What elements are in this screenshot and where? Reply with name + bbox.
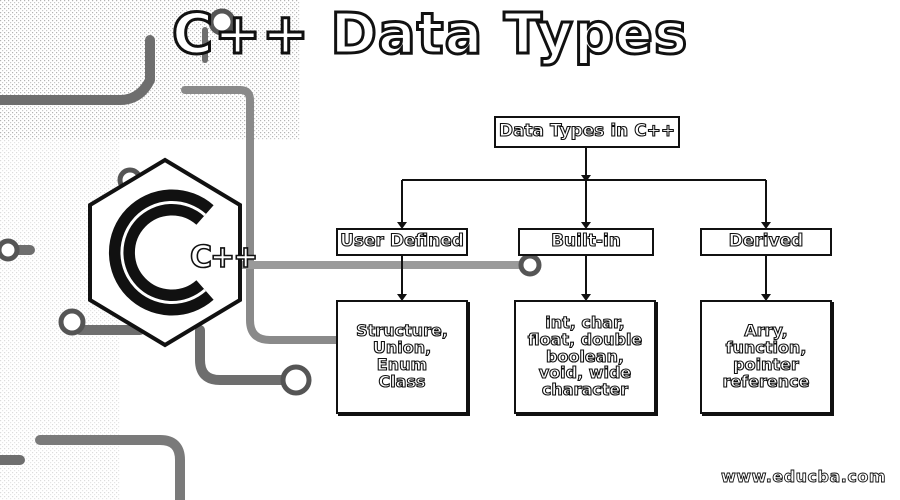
circuit-traces [0, 27, 524, 500]
root-label: Data Types in C++ [498, 121, 676, 142]
leaf-item: Class [378, 371, 426, 391]
circuit-nodes [0, 8, 542, 396]
cpp-logo-label: C++ [189, 239, 259, 276]
leaf-item: Arry, [744, 321, 789, 341]
leaf-item: character [541, 380, 629, 400]
cpp-logo-icon [88, 157, 242, 348]
title-text: C++ Data Types [170, 1, 689, 69]
connectors [401, 148, 767, 294]
category-node-built-in: Built-in [518, 228, 654, 256]
leaf-item: Enum [376, 355, 428, 374]
category-label: Built-in [551, 231, 622, 252]
category-node-user-defined: User Defined [336, 228, 468, 256]
root-node: Data Types in C++ [494, 116, 680, 148]
leaf-node-user-defined: Structure, Union, Enum Class [336, 300, 468, 414]
category-label: Derived [728, 231, 804, 252]
leaf-node-built-in: int, char, float, double boolean, void, … [514, 300, 656, 414]
leaf-item: reference [722, 371, 810, 391]
footer-url: www.educba.com [720, 467, 886, 487]
leaf-item: float, double [527, 329, 643, 349]
leaf-item: boolean, [545, 346, 625, 366]
page-title: C++ Data Types [170, 1, 692, 82]
arrowheads [397, 175, 771, 301]
category-node-derived: Derived [700, 228, 832, 256]
logo-text: C++ [189, 239, 259, 276]
leaf-item: function, [725, 338, 807, 358]
leaf-item: pointer [733, 355, 800, 374]
leaf-item: int, char, [545, 313, 626, 332]
leaf-item: Union, [372, 338, 432, 358]
leaf-node-derived: Arry, function, pointer reference [700, 300, 832, 414]
leaf-item: void, wide [538, 363, 632, 383]
leaf-item: Structure, [356, 321, 449, 341]
category-label: User Defined [340, 231, 465, 252]
